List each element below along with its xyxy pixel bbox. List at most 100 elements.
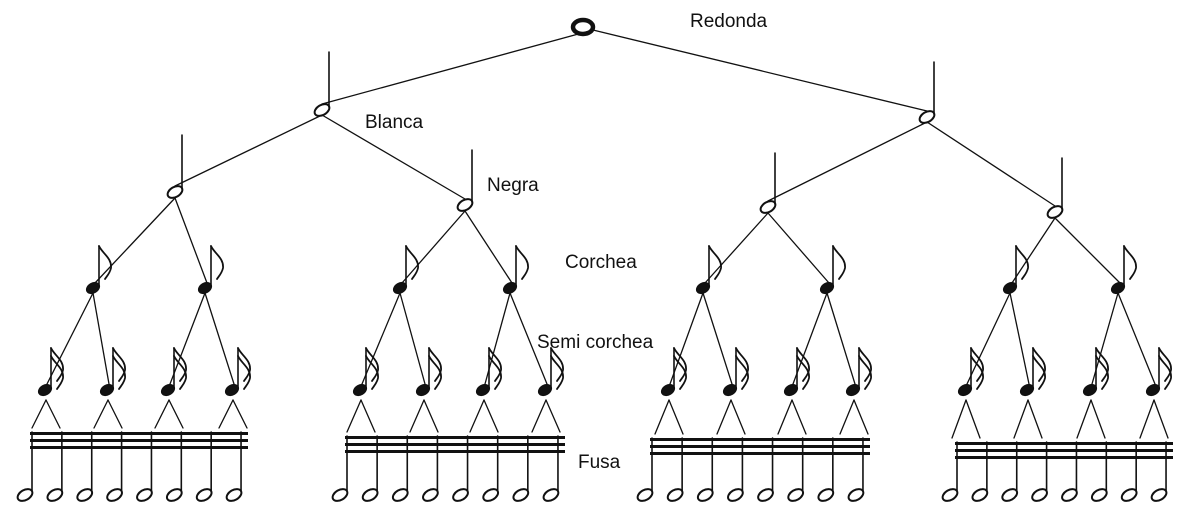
fusa-connector <box>730 399 746 435</box>
note-flag-2 <box>365 355 379 390</box>
note-flag-1 <box>858 347 872 382</box>
note-flag-2 <box>173 355 187 390</box>
branch-corchea-semicorchea <box>966 292 1011 385</box>
note-flag-2 <box>1158 355 1172 390</box>
note-head <box>512 488 530 502</box>
fusa-beam-groups <box>16 399 1173 502</box>
fusa-beam <box>650 445 870 448</box>
note-flag-1 <box>550 347 564 382</box>
branch-corchea-semicorchea <box>669 292 704 385</box>
fusa-beam <box>30 432 248 435</box>
negra-note <box>166 134 184 199</box>
branch-negra-corchea <box>704 212 769 284</box>
semicorchea-note <box>415 347 442 397</box>
fusa-connector <box>791 399 807 435</box>
note-head <box>727 488 744 502</box>
note-head <box>452 488 469 502</box>
note-head <box>1150 488 1168 502</box>
semicorchea-note <box>1082 347 1109 397</box>
semicorchea-note <box>537 347 564 397</box>
note-head <box>636 488 654 502</box>
branch-negra-corchea <box>464 210 513 284</box>
fusa-connector <box>107 399 123 429</box>
fusa-connector <box>469 399 485 433</box>
note-flag-1 <box>405 245 419 280</box>
branch-corchea-semicorchea <box>169 292 206 385</box>
note-flag-1 <box>673 347 687 382</box>
branch-negra-corchea <box>1011 217 1056 284</box>
note-flag-1 <box>488 347 502 382</box>
fusa-connector <box>853 399 869 435</box>
label-redonda: Redonda <box>690 11 768 32</box>
note-flag-1 <box>98 245 112 280</box>
semicorchea-note <box>160 347 187 397</box>
branch-corchea-semicorchea <box>702 292 733 385</box>
blanca-note <box>918 61 936 124</box>
fusa-connector <box>1153 399 1169 439</box>
note-head <box>165 488 183 502</box>
note-flag-2 <box>1032 355 1046 390</box>
fusa-beam <box>345 436 565 439</box>
fusa-connector <box>423 399 439 433</box>
note-head <box>1061 488 1078 502</box>
note-head <box>391 488 409 502</box>
fusa-beam <box>955 456 1173 459</box>
fusa-connector <box>360 399 376 433</box>
tree-notes <box>37 17 1172 397</box>
branch-blanca-negra <box>321 114 466 200</box>
semicorchea-note <box>722 347 749 397</box>
redonda-note <box>570 17 596 37</box>
fusa-connector <box>346 399 362 433</box>
note-head <box>971 488 989 502</box>
fusa-group-2 <box>331 399 565 502</box>
note-flag-2 <box>796 355 810 390</box>
note-flag-1 <box>1015 245 1029 280</box>
note-head <box>941 488 959 502</box>
branch-corchea-semicorchea <box>792 292 828 385</box>
branch-corchea-semicorchea <box>1117 292 1156 385</box>
note-head <box>225 488 243 502</box>
note-flag-1 <box>1095 347 1109 382</box>
branch-corchea-semicorchea <box>92 292 110 385</box>
fusa-connector <box>965 399 981 439</box>
semicorchea-note <box>660 347 687 397</box>
branch-negra-corchea <box>94 197 176 284</box>
note-flag-2 <box>858 355 872 390</box>
fusa-beam <box>955 442 1173 445</box>
note-head <box>76 488 94 502</box>
note-head <box>757 488 774 502</box>
note-head <box>195 488 213 502</box>
note-head <box>46 488 64 502</box>
fusa-connector <box>545 399 561 433</box>
note-head <box>422 488 439 502</box>
note-head <box>666 488 684 502</box>
note-flag-1 <box>112 347 126 382</box>
fusa-connector <box>93 399 109 429</box>
note-head <box>696 488 714 502</box>
fusa-connector <box>1139 399 1155 439</box>
corchea-note <box>695 245 722 295</box>
label-corchea: Corchea <box>565 252 637 273</box>
fusa-beam <box>30 446 248 449</box>
note-head <box>817 488 835 502</box>
branch-negra-corchea <box>1054 217 1121 284</box>
note-flag-2 <box>112 355 126 390</box>
fusa-connector <box>1027 399 1043 439</box>
note-flag-2 <box>428 355 442 390</box>
fusa-connector <box>777 399 793 435</box>
branch-blanca-negra <box>767 121 928 202</box>
note-flag-2 <box>550 355 564 390</box>
note-head <box>542 488 560 502</box>
negra-note <box>1046 157 1064 219</box>
note-head <box>331 488 349 502</box>
note-flag-1 <box>970 347 984 382</box>
branch-redonda-blanca <box>321 29 594 105</box>
branch-corchea-semicorchea <box>204 292 235 385</box>
note-head <box>136 488 153 502</box>
note-flag-1 <box>515 245 529 280</box>
corchea-note <box>197 245 224 295</box>
note-flag-2 <box>673 355 687 390</box>
fusa-connector <box>168 399 184 429</box>
note-flag-2 <box>237 355 251 390</box>
